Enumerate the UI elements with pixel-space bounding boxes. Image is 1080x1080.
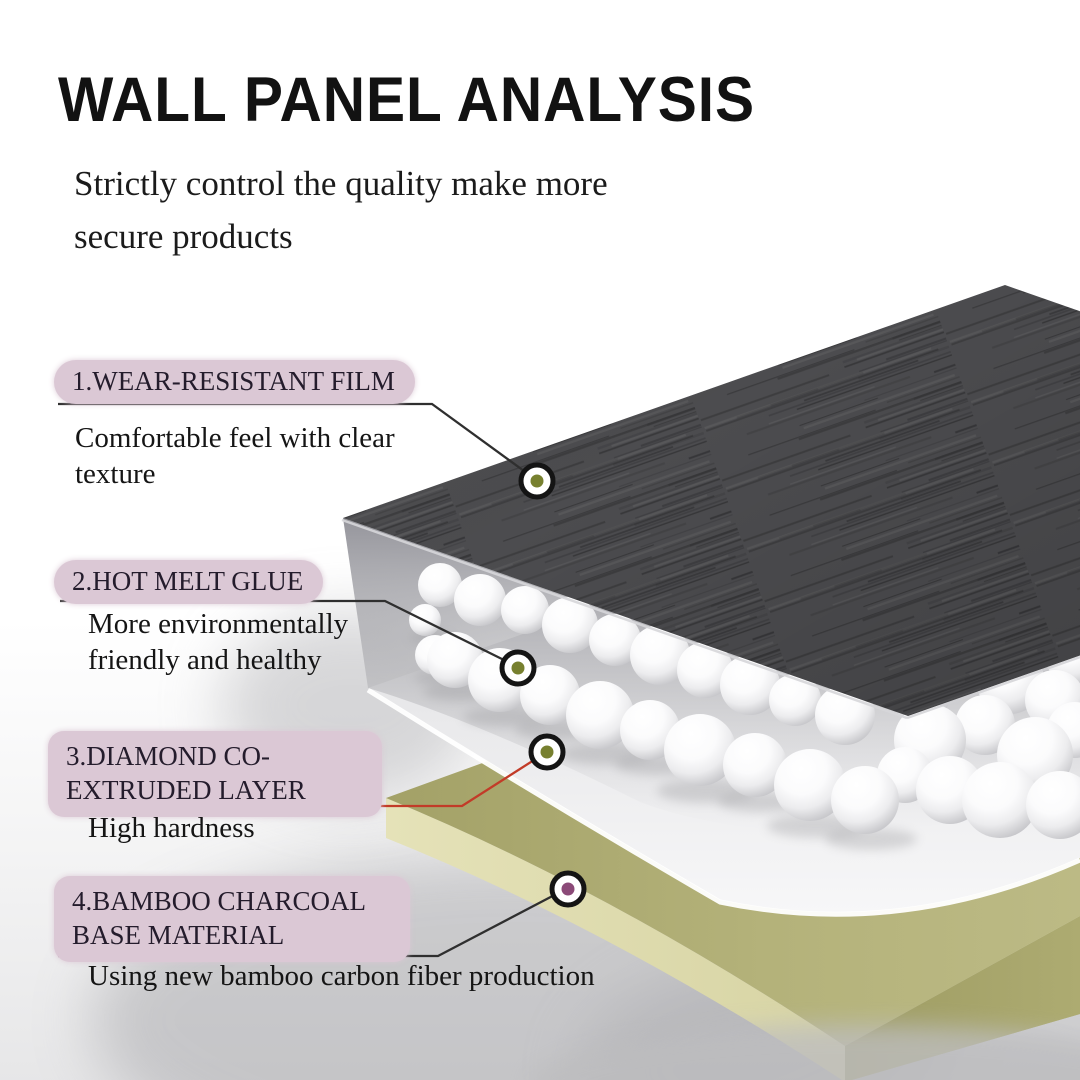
glue-sphere (520, 665, 580, 725)
callout-label-hot-melt-glue: 2.HOT MELT GLUE (54, 560, 324, 605)
callout-dots (499, 462, 587, 908)
glue-sphere (542, 597, 598, 653)
page-subtitle: Strictly control the quality make more s… (74, 164, 608, 256)
glue-sphere (774, 749, 846, 821)
glue-sphere (1026, 771, 1080, 839)
glue-sphere (454, 574, 506, 626)
glue-sphere (418, 563, 462, 607)
callout-description-bamboo-charcoal-base: Using new bamboo carbon fiber production (88, 960, 595, 992)
callout-description-hot-melt-glue: More environmentally friendly and health… (88, 608, 349, 677)
base-front-edge (386, 798, 845, 1080)
glue-sphere (630, 625, 690, 685)
glue-sphere (723, 733, 787, 797)
wear-resistant-film-panel (341, 285, 1080, 720)
glue-sphere-shadows (409, 633, 917, 850)
glue-sphere (769, 674, 821, 726)
callout-label-diamond-co-extruded-layer: 3.DIAMOND CO-EXTRUDED LAYER (48, 731, 382, 818)
sheet-bright-edge (366, 687, 1080, 917)
glue-sphere (962, 762, 1038, 838)
callout-label-bamboo-charcoal-base: 4.BAMBOO CHARCOAL BASE MATERIAL (54, 876, 410, 963)
glue-marker-dot (499, 649, 537, 687)
panel-thickness-edge (341, 518, 908, 720)
glue-sphere (589, 614, 641, 666)
base-marker-dot (549, 870, 587, 908)
film-marker-dot (518, 462, 556, 500)
glue-sphere (720, 655, 780, 715)
callout-description-wear-resistant-film: Comfortable feel with clear texture (75, 422, 395, 491)
glue-sphere (677, 642, 733, 698)
page-title: WALL PANEL ANALYSIS (58, 65, 755, 135)
glue-sphere (831, 766, 899, 834)
glue-sphere (664, 714, 736, 786)
glue-sphere (955, 695, 1015, 755)
glue-sphere (815, 685, 875, 745)
callout-description-diamond-co-extruded-layer: High hardness (88, 812, 255, 844)
glue-sphere (501, 586, 549, 634)
callout-label-wear-resistant-film: 1.WEAR-RESISTANT FILM (54, 360, 415, 405)
glue-sphere (566, 681, 634, 749)
co-extruded-marker-dot (528, 733, 566, 771)
